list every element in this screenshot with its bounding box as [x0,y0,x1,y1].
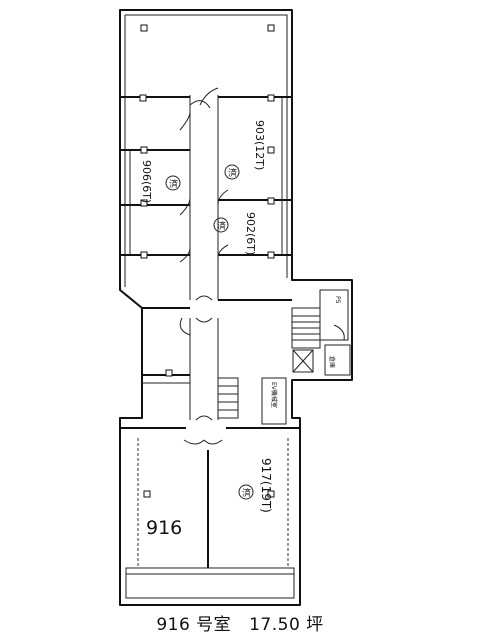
label-ps: PS [334,296,341,304]
corridor [189,95,219,420]
room-label-902: 902(6T) [244,212,257,255]
seal-902: 済 [217,220,226,232]
seal-906: 済 [169,178,178,190]
room-label-917: 917(19T) [259,458,273,513]
label-store: 倉庫 [328,356,336,368]
elevator-shaft [292,349,314,373]
room-label-916: 916 [146,517,182,539]
label-ev-machine-room: EV機械室 [270,382,278,408]
seal-917: 済 [242,487,251,499]
plan-caption: 916 号室 17.50 坪 [0,610,480,635]
room-label-903: 903(12T) [253,120,266,170]
building-outline [119,9,353,606]
room-label-906: 906(6T) [140,160,153,203]
caption-room: 916 号室 [156,615,232,635]
caption-area: 17.50 坪 [249,615,324,635]
seal-903: 済 [228,167,237,179]
